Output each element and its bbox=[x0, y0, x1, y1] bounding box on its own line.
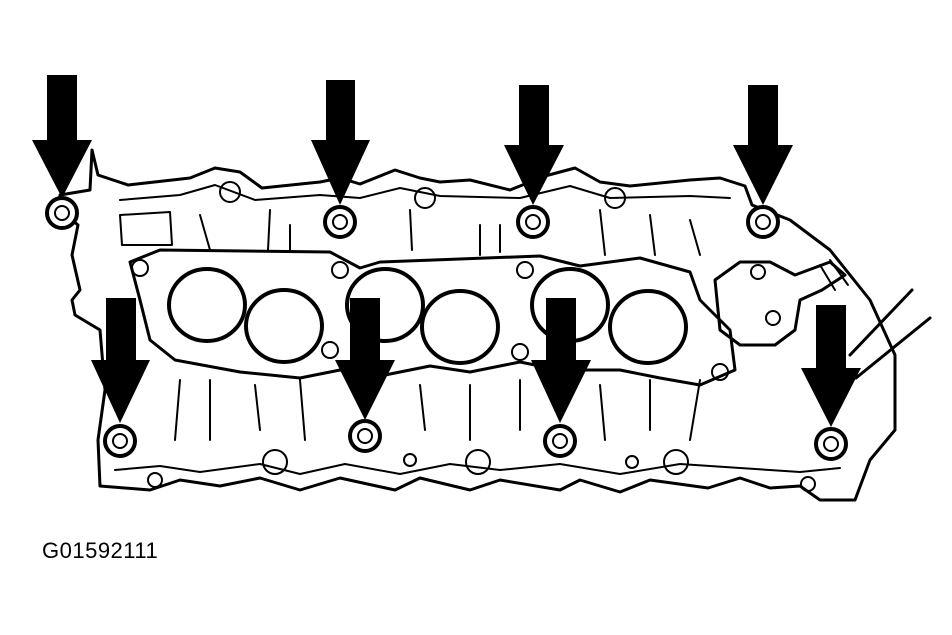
bolt-icon bbox=[45, 196, 79, 230]
bolt-icon bbox=[746, 205, 780, 239]
bolt-icon bbox=[348, 419, 382, 453]
arrow-down-icon bbox=[32, 75, 92, 198]
figure-caption: G01592111 bbox=[42, 538, 159, 563]
intake-port bbox=[244, 288, 324, 364]
bolt-icon bbox=[516, 205, 550, 239]
intake-ports bbox=[167, 267, 688, 365]
arrow-down-icon bbox=[504, 85, 564, 205]
intake-port bbox=[167, 267, 247, 343]
head-casting bbox=[58, 148, 932, 502]
bolts bbox=[45, 196, 848, 461]
arrow-down-icon bbox=[335, 298, 395, 420]
arrow-down-icon bbox=[91, 298, 150, 423]
arrow-down-icon bbox=[531, 298, 591, 423]
bolt-icon bbox=[814, 427, 848, 461]
arrow-down-icon bbox=[311, 80, 370, 205]
bolt-icon bbox=[543, 424, 577, 458]
arrow-down-icon bbox=[801, 305, 861, 427]
arrows bbox=[32, 75, 861, 427]
bolt-icon bbox=[323, 205, 357, 239]
bolt-icon bbox=[103, 424, 137, 458]
intake-port bbox=[420, 289, 500, 365]
flange-holes bbox=[131, 181, 816, 492]
intake-port bbox=[608, 289, 688, 365]
arrow-down-icon bbox=[733, 85, 793, 205]
